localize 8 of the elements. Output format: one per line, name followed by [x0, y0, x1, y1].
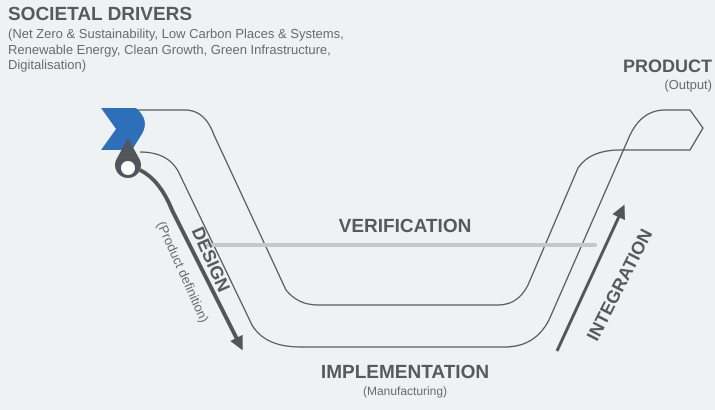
- drivers-heading: SOCIETAL DRIVERS: [8, 4, 192, 26]
- implementation-heading: IMPLEMENTATION: [320, 362, 490, 384]
- verification-line: [206, 243, 597, 247]
- verification-label: VERIFICATION: [338, 216, 472, 238]
- product-heading: PRODUCT: [623, 56, 712, 77]
- drivers-list: (Net Zero & Sustainability, Low Carbon Places & Systems, Renewable Energy, Clean Growth, Green Infrastructure, Digitalisation): [8, 26, 353, 73]
- product-subtitle: (Output): [664, 77, 712, 92]
- implementation-subtitle: (Manufacturing): [362, 384, 448, 398]
